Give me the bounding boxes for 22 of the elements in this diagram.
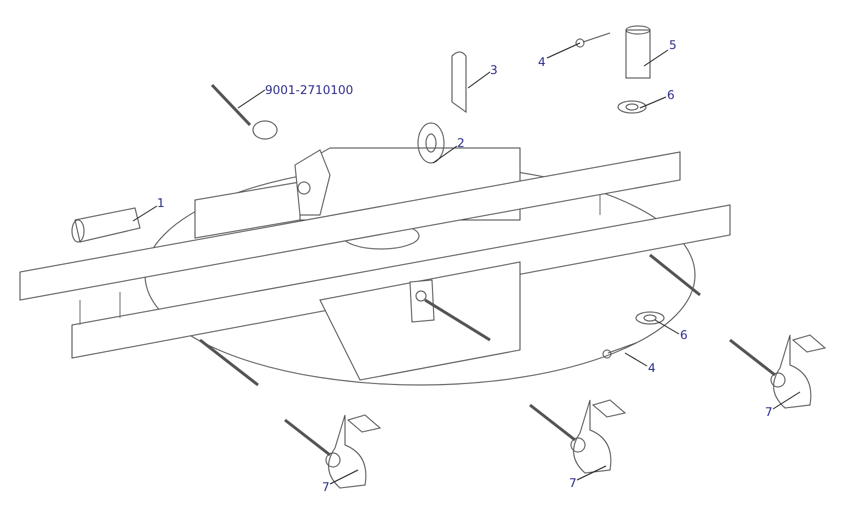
callout-number: 4 [648,361,656,375]
leader-line [644,50,668,66]
leader-line [468,72,490,88]
callout-number: 4 [538,55,546,69]
callout-number: 7 [322,480,330,494]
callout-number: 1 [157,196,165,210]
callout-number: 9001-2710100 [265,83,354,97]
callout-number: 2 [457,136,465,150]
leader-line [640,96,666,108]
callout-number: 6 [667,88,675,102]
leader-line [238,90,266,108]
leader-line [432,146,458,164]
leader-line [654,320,680,334]
leader-line [132,206,158,222]
leader-line [576,466,606,480]
leader-line [624,352,648,366]
callout-number: 6 [680,328,688,342]
callout-number: 5 [669,38,677,52]
callout-number: 7 [569,476,577,490]
callout-number: 7 [765,405,773,419]
leader-line [546,42,580,58]
callout-number: 3 [490,63,498,77]
